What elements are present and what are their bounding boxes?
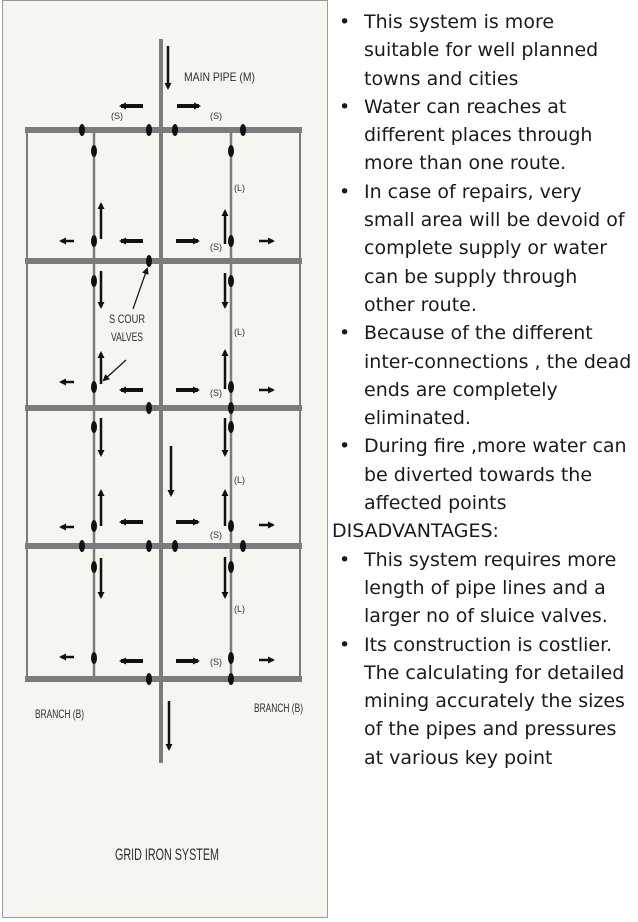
notes-panel: This system is more suitable for well pl… [332, 8, 632, 772]
valve-icon [228, 145, 234, 157]
bullet-item: In case of repairs, very small area will… [336, 178, 632, 319]
branch-right-label: BRANCH (B) [254, 701, 303, 715]
grid-iron-diagram: MAIN PIPE (M) (S) (S) (L) (S) S COUR VAL… [25, 39, 303, 864]
valve-icon [91, 421, 97, 433]
branch-left-label: BRANCH (B) [35, 707, 84, 721]
valve-icon [91, 561, 97, 573]
bullet-item: During fire ,more water can be diverted … [336, 432, 632, 517]
flow-arrows [59, 46, 275, 751]
bullet-item: Its construction is costlier. The calcul… [336, 631, 632, 772]
valve-icon [228, 520, 234, 532]
scour-valves-label: S COUR [109, 312, 145, 326]
bullet-item: Water can reaches at different places th… [336, 93, 632, 178]
valve-icon [146, 673, 152, 685]
diagram-caption: GRID IRON SYSTEM [115, 845, 219, 864]
bullet-item: This system is more suitable for well pl… [336, 8, 632, 93]
grid-iron-figure: MAIN PIPE (M) (S) (S) (L) (S) S COUR VAL… [2, 0, 328, 918]
disadvantages-list: This system requires more length of pipe… [336, 546, 632, 772]
disadvantages-heading: DISADVANTAGES: [332, 520, 499, 543]
valve-icon [228, 421, 234, 433]
sub-main-label: (S) [210, 111, 222, 121]
scour-valve-pointer-2 [102, 359, 127, 382]
valve-icon [79, 540, 85, 552]
valve-icon [146, 124, 152, 136]
valve-icon [91, 652, 97, 664]
valve-icon [79, 124, 85, 136]
bullet-item: This system requires more length of pipe… [336, 546, 632, 631]
lateral-label: (L) [234, 475, 245, 485]
scour-valve-pointer-1 [132, 267, 149, 310]
sub-main-label: (S) [210, 388, 222, 398]
main-pipe-label: MAIN PIPE (M) [184, 70, 255, 84]
valve-icon [228, 561, 234, 573]
valve-icon [146, 255, 152, 267]
sub-main-label: (S) [210, 657, 222, 667]
valve-icon [228, 652, 234, 664]
valve-icon [146, 402, 152, 414]
valve-icon [91, 235, 97, 247]
valve-icon [172, 124, 178, 136]
sub-main-label: (S) [210, 242, 222, 252]
lateral-label: (L) [234, 327, 245, 337]
diagram-labels: MAIN PIPE (M) (S) (S) (L) (S) S COUR VAL… [35, 70, 303, 864]
lateral-label: (L) [234, 604, 245, 614]
valve-icon [172, 540, 178, 552]
sub-main-label: (S) [210, 530, 222, 540]
valve-icon [91, 275, 97, 287]
valve-icon [146, 540, 152, 552]
valve-icon [228, 381, 234, 393]
valve-icon [91, 381, 97, 393]
sub-main-label: (S) [111, 111, 123, 121]
valve-icon [228, 275, 234, 287]
valve-icon [240, 540, 246, 552]
valve-icon [228, 235, 234, 247]
pipe-network [25, 39, 302, 763]
bullet-item: Because of the different inter-connectio… [336, 319, 632, 432]
valve-icon [228, 673, 234, 685]
advantages-list: This system is more suitable for well pl… [336, 8, 632, 517]
scour-valves-label: VALVES [111, 330, 143, 344]
sluice-valves [79, 124, 246, 685]
valve-icon [91, 145, 97, 157]
valve-icon [240, 124, 246, 136]
valve-icon [91, 520, 97, 532]
valve-icon [228, 402, 234, 414]
lateral-label: (L) [234, 183, 245, 193]
